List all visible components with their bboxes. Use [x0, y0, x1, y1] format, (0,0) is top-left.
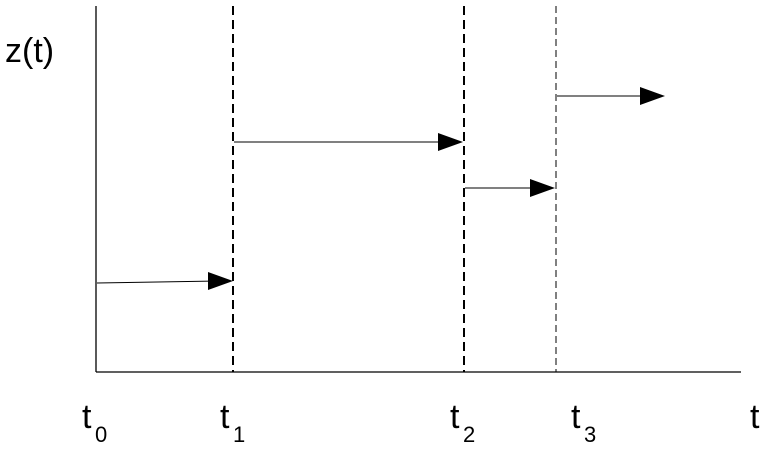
tick-label-t3: t 3	[571, 398, 596, 447]
x-axis-label: t	[750, 398, 760, 436]
svg-text:t: t	[82, 398, 92, 436]
svg-text:3: 3	[584, 422, 596, 447]
segment-arrow-4	[557, 87, 665, 105]
segment-arrow-3	[465, 179, 555, 197]
svg-text:t: t	[571, 398, 581, 436]
segment-arrow-1	[96, 272, 233, 290]
svg-text:0: 0	[95, 422, 107, 447]
tick-label-t1: t 1	[220, 398, 245, 447]
segment-arrow-2	[234, 133, 463, 151]
tick-label-t2: t 2	[450, 398, 475, 447]
svg-text:t: t	[450, 398, 460, 436]
svg-text:t: t	[220, 398, 230, 436]
tick-label-t0: t 0	[82, 398, 107, 447]
y-axis-label: z(t)	[5, 32, 54, 70]
svg-text:2: 2	[463, 422, 475, 447]
svg-text:1: 1	[233, 422, 245, 447]
